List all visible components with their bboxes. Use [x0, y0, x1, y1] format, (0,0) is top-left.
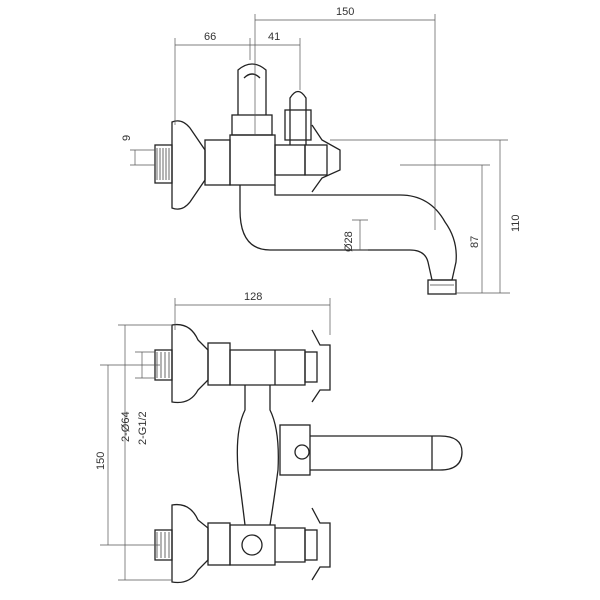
- valve-body-top: [204, 63, 312, 186]
- dim-thread: 2-G1/2: [137, 411, 149, 445]
- dimension-lines-front: [100, 298, 331, 581]
- dim-total-height: 110: [510, 214, 522, 232]
- dim-spout-diameter: Ø28: [343, 231, 355, 252]
- handle-lower: [304, 507, 331, 581]
- top-view: 150 66 41 9 Ø28 87 110: [121, 6, 522, 295]
- dim-axis-offset: 41: [268, 31, 280, 43]
- dim-thread-length: 9: [121, 135, 133, 141]
- wall-flange-top: [154, 120, 206, 210]
- spout-front: [279, 424, 463, 476]
- dim-flange-diameter: 2-Ø64: [120, 411, 132, 442]
- dim-centre-distance: 150: [95, 452, 107, 470]
- front-view: 128 150 2-Ø64 2-G1/2: [95, 291, 463, 584]
- handle-upper: [304, 329, 331, 403]
- dimension-lines-top: [130, 14, 510, 294]
- dim-spout-height: 87: [469, 236, 481, 248]
- dim-overall-reach: 150: [336, 6, 354, 18]
- handle-top: [304, 124, 341, 193]
- dim-wall-to-axis: 66: [204, 31, 216, 43]
- dim-width: 128: [244, 291, 262, 303]
- mixer-body-front: [229, 349, 306, 566]
- wall-flange-upper: [154, 323, 231, 404]
- wall-flange-lower: [154, 503, 231, 584]
- spout-top: [239, 185, 457, 295]
